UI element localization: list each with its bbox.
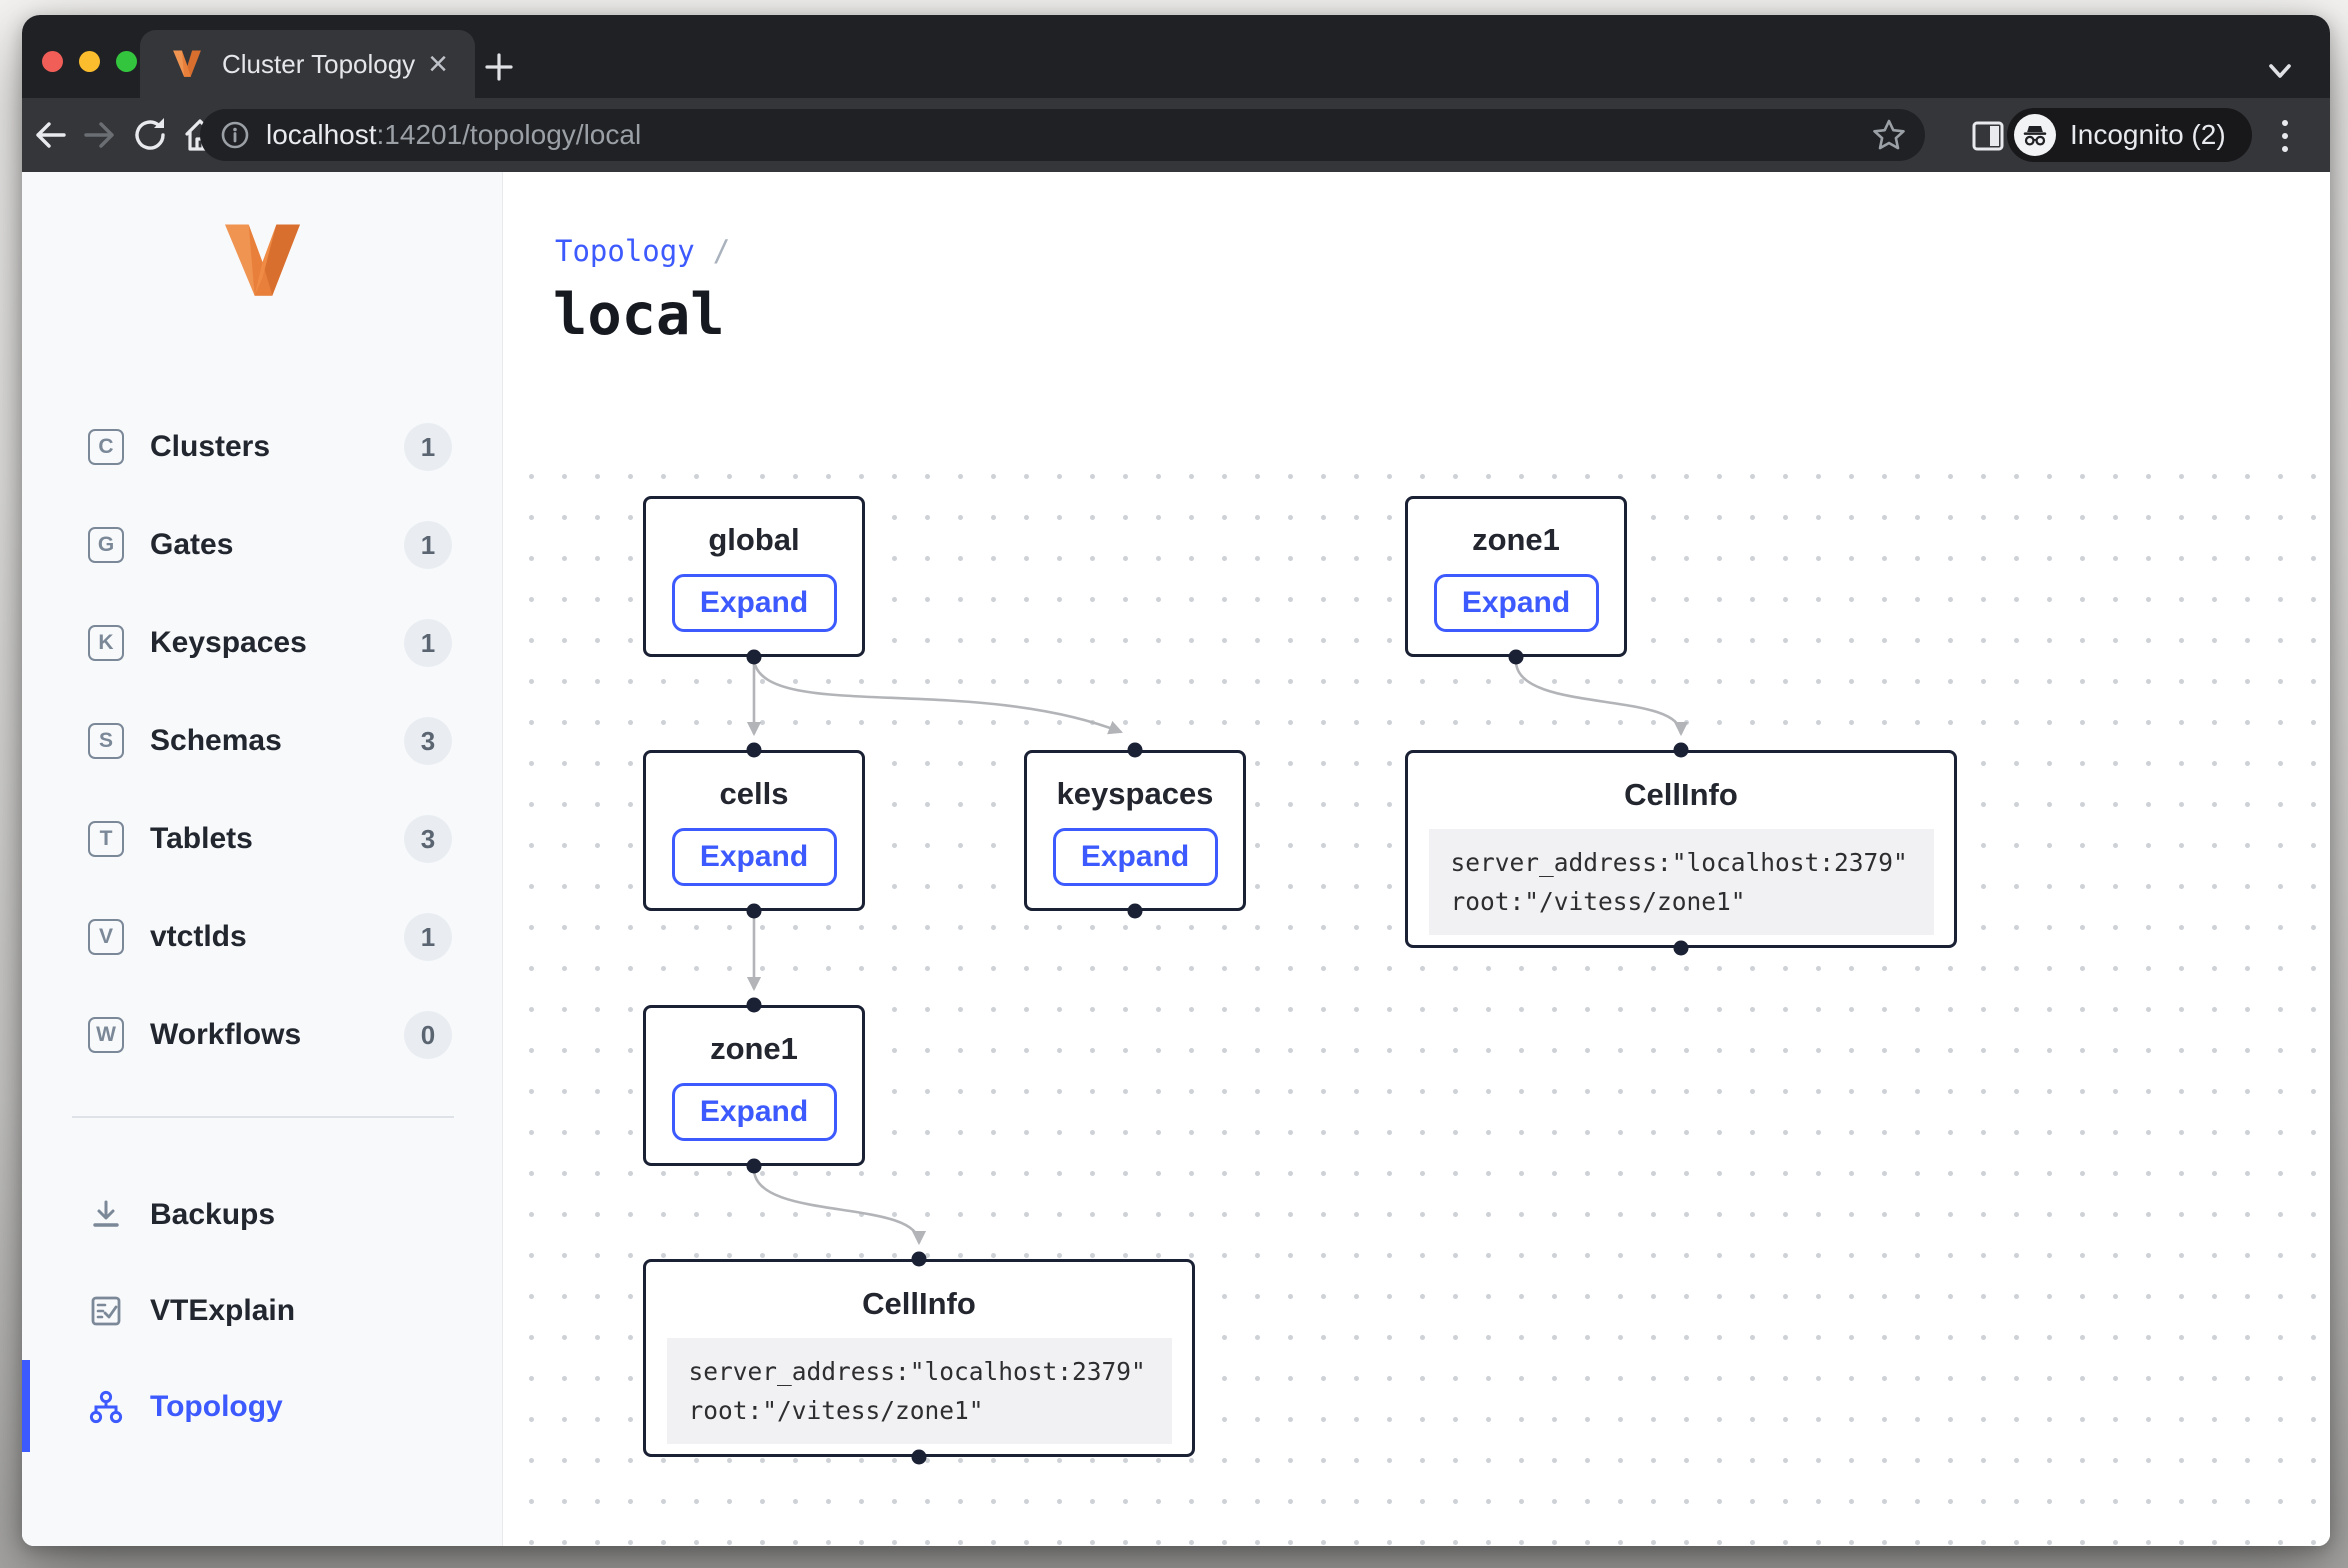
sidebar-divider xyxy=(72,1116,454,1118)
gates-icon: G xyxy=(88,527,124,563)
clusters-icon: C xyxy=(88,429,124,465)
url-path: :14201/topology/local xyxy=(377,119,642,150)
browser-tab[interactable]: Cluster Topology | VTAdmin × xyxy=(140,30,475,98)
forward-button[interactable] xyxy=(78,113,122,157)
node-cellinfo-zone1[interactable]: CellInfo server_address:"localhost:2379"… xyxy=(1405,750,1957,948)
tab-title: Cluster Topology | VTAdmin xyxy=(222,49,419,80)
incognito-label: Incognito (2) xyxy=(2070,119,2226,151)
plus-icon xyxy=(483,51,515,83)
new-tab-button[interactable] xyxy=(477,45,521,89)
browser-toolbar: localhost:14201/topology/local I xyxy=(22,98,2330,172)
minimize-window-button[interactable] xyxy=(79,51,100,72)
back-button[interactable] xyxy=(28,113,72,157)
topology-icon xyxy=(88,1389,124,1425)
count-badge: 1 xyxy=(404,423,452,471)
count-badge: 1 xyxy=(404,521,452,569)
node-cells[interactable]: cells Expand xyxy=(643,750,865,911)
count-badge: 3 xyxy=(404,815,452,863)
node-zone1-cell[interactable]: zone1 Expand xyxy=(643,1005,865,1166)
page-title: local xyxy=(553,282,725,348)
breadcrumb: Topology / xyxy=(555,234,730,268)
node-keyspaces[interactable]: keyspaces Expand xyxy=(1024,750,1246,911)
keyspaces-icon: K xyxy=(88,625,124,661)
count-badge: 1 xyxy=(404,619,452,667)
count-badge: 0 xyxy=(404,1011,452,1059)
cellinfo-code: server_address:"localhost:2379" root:"/v… xyxy=(1429,829,1934,935)
incognito-avatar xyxy=(2014,114,2056,156)
sidebar-item-schemas[interactable]: S Schemas 3 xyxy=(22,692,502,790)
forward-arrow-icon xyxy=(78,113,122,157)
chevron-down-icon xyxy=(2263,61,2297,83)
zoom-window-button[interactable] xyxy=(116,51,137,72)
url-host: localhost xyxy=(266,119,377,150)
sidebar-item-topology[interactable]: Topology xyxy=(22,1359,502,1455)
incognito-badge[interactable]: Incognito (2) xyxy=(2007,108,2252,162)
workflows-icon: W xyxy=(88,1017,124,1053)
schemas-icon: S xyxy=(88,723,124,759)
incognito-spy-icon xyxy=(2020,120,2050,150)
sidebar-item-backups[interactable]: Backups xyxy=(22,1167,502,1263)
topology-page: Topology / local global Expand zone1 Expa… xyxy=(503,172,2330,1546)
active-nav-indicator xyxy=(22,1360,30,1452)
back-arrow-icon xyxy=(28,113,72,157)
tab-strip: Cluster Topology | VTAdmin × xyxy=(22,15,2330,98)
download-icon xyxy=(88,1197,124,1233)
document-check-icon xyxy=(88,1293,124,1329)
vtctlds-icon: V xyxy=(88,919,124,955)
sidebar-item-vtexplain[interactable]: VTExplain xyxy=(22,1263,502,1359)
sidebar: C Clusters 1 G Gates 1 K Keyspaces 1 S S… xyxy=(22,172,503,1546)
expand-button-zone1-top[interactable]: Expand xyxy=(1434,574,1599,632)
sidebar-item-tablets[interactable]: T Tablets 3 xyxy=(22,790,502,888)
expand-button-zone1-cell[interactable]: Expand xyxy=(672,1083,837,1141)
window-controls xyxy=(42,51,137,72)
tab-close-icon[interactable]: × xyxy=(419,47,457,81)
breadcrumb-topology-link[interactable]: Topology xyxy=(555,234,695,268)
reload-button[interactable] xyxy=(128,113,172,157)
close-window-button[interactable] xyxy=(42,51,63,72)
address-bar[interactable]: localhost:14201/topology/local xyxy=(200,109,1925,161)
kebab-menu-icon xyxy=(2279,116,2291,156)
expand-button-global[interactable]: Expand xyxy=(672,574,837,632)
expand-button-keyspaces[interactable]: Expand xyxy=(1053,828,1218,886)
sidebar-item-vtctlds[interactable]: V vtctlds 1 xyxy=(22,888,502,986)
breadcrumb-separator: / xyxy=(713,234,730,268)
side-panel-button[interactable] xyxy=(1965,113,2011,159)
node-cellinfo-local[interactable]: CellInfo server_address:"localhost:2379"… xyxy=(643,1259,1195,1457)
side-panel-icon xyxy=(1969,117,2007,155)
site-info-icon[interactable] xyxy=(220,120,250,150)
tab-search-button[interactable] xyxy=(2258,55,2302,89)
reload-icon xyxy=(128,113,172,157)
cellinfo-code: server_address:"localhost:2379" root:"/v… xyxy=(667,1338,1172,1444)
count-badge: 1 xyxy=(404,913,452,961)
sidebar-item-keyspaces[interactable]: K Keyspaces 1 xyxy=(22,594,502,692)
url-text: localhost:14201/topology/local xyxy=(266,119,1871,151)
vitess-logo xyxy=(222,222,303,300)
browser-window: Cluster Topology | VTAdmin × xyxy=(22,15,2330,1546)
vitess-favicon xyxy=(172,47,202,81)
tablets-icon: T xyxy=(88,821,124,857)
node-zone1-top[interactable]: zone1 Expand xyxy=(1405,496,1627,657)
browser-menu-button[interactable] xyxy=(2262,113,2308,159)
sidebar-item-gates[interactable]: G Gates 1 xyxy=(22,496,502,594)
count-badge: 3 xyxy=(404,717,452,765)
sidebar-item-workflows[interactable]: W Workflows 0 xyxy=(22,986,502,1084)
expand-button-cells[interactable]: Expand xyxy=(672,828,837,886)
sidebar-item-clusters[interactable]: C Clusters 1 xyxy=(22,398,502,496)
bookmark-star-icon[interactable] xyxy=(1871,117,1907,153)
node-global[interactable]: global Expand xyxy=(643,496,865,657)
